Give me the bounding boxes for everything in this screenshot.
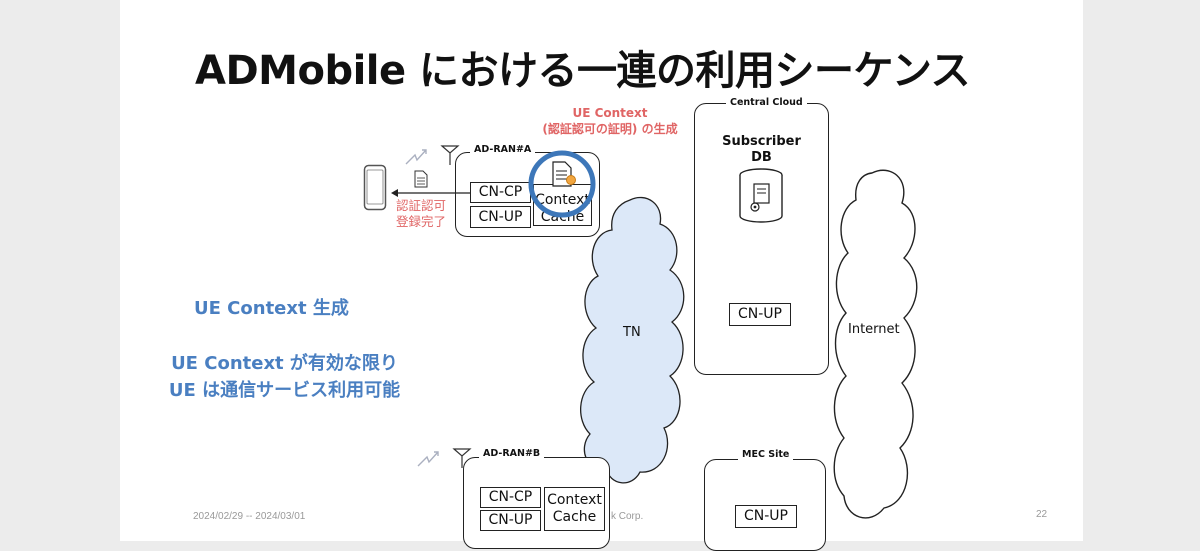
internet-cloud-shape bbox=[833, 169, 918, 519]
ad-ran-b-context-cache: Context Cache bbox=[544, 487, 605, 531]
footer-company: k Corp. bbox=[611, 511, 644, 522]
antenna-icon-b bbox=[452, 448, 472, 468]
ad-ran-b-context-line1: Context bbox=[547, 492, 602, 508]
tn-cloud-shape bbox=[579, 196, 685, 484]
internet-label: Internet bbox=[848, 322, 900, 337]
subscriber-db-line2: DB bbox=[751, 150, 772, 165]
central-cloud-label: Central Cloud bbox=[726, 97, 807, 108]
ue-context-callout: UE Context (認証認可の証明) の生成 bbox=[500, 105, 720, 137]
ue-status-line1: 認証認可 bbox=[396, 198, 447, 213]
ad-ran-a-label: AD-RAN#A bbox=[470, 144, 536, 155]
arrow-to-ue bbox=[391, 189, 470, 197]
mec-site-cn-up: CN-UP bbox=[735, 505, 797, 528]
central-cloud-box bbox=[694, 103, 829, 375]
document-icon bbox=[552, 161, 576, 187]
ad-ran-b-cn-cp: CN-CP bbox=[480, 487, 541, 508]
highlight-ring bbox=[528, 150, 596, 218]
subscriber-db-title: Subscriber DB bbox=[694, 134, 829, 166]
callout-line1: UE Context bbox=[572, 106, 648, 120]
ad-ran-a-cn-cp: CN-CP bbox=[470, 182, 531, 203]
ad-ran-b-label: AD-RAN#B bbox=[479, 448, 545, 459]
mec-site-label: MEC Site bbox=[738, 449, 794, 460]
callout-line2: (認証認可の証明) の生成 bbox=[542, 122, 678, 136]
footer-date: 2024/02/29 -- 2024/03/01 bbox=[193, 511, 306, 522]
subscriber-db-line1: Subscriber bbox=[722, 134, 801, 149]
notes-body: UE Context が有効な限り UE は通信サービス利用可能 bbox=[142, 350, 427, 404]
small-document-icon bbox=[414, 170, 428, 188]
notes-heading: UE Context 生成 bbox=[194, 298, 349, 319]
ad-ran-a-cn-up: CN-UP bbox=[470, 206, 531, 228]
wireless-signal-icon bbox=[405, 149, 427, 165]
ad-ran-b-context-line2: Cache bbox=[552, 509, 597, 525]
central-cloud-cn-up: CN-UP bbox=[729, 303, 791, 326]
page-number: 22 bbox=[1036, 509, 1048, 520]
ue-status-line2: 登録完了 bbox=[396, 214, 447, 229]
ad-ran-b-cn-up: CN-UP bbox=[480, 510, 541, 531]
notes-line2: UE は通信サービス利用可能 bbox=[168, 380, 401, 401]
context-cache-line1: Context bbox=[535, 192, 590, 208]
notes-line1: UE Context が有効な限り bbox=[171, 353, 398, 374]
page-title: ADMobile における一連の利用シーケンス bbox=[195, 48, 971, 94]
database-icon bbox=[739, 168, 783, 223]
ue-status-text: 認証認可 登録完了 bbox=[396, 198, 446, 230]
antenna-icon bbox=[440, 145, 460, 165]
wireless-signal-icon-b bbox=[417, 451, 439, 467]
phone-icon bbox=[363, 164, 387, 211]
tn-label: TN bbox=[623, 325, 641, 340]
